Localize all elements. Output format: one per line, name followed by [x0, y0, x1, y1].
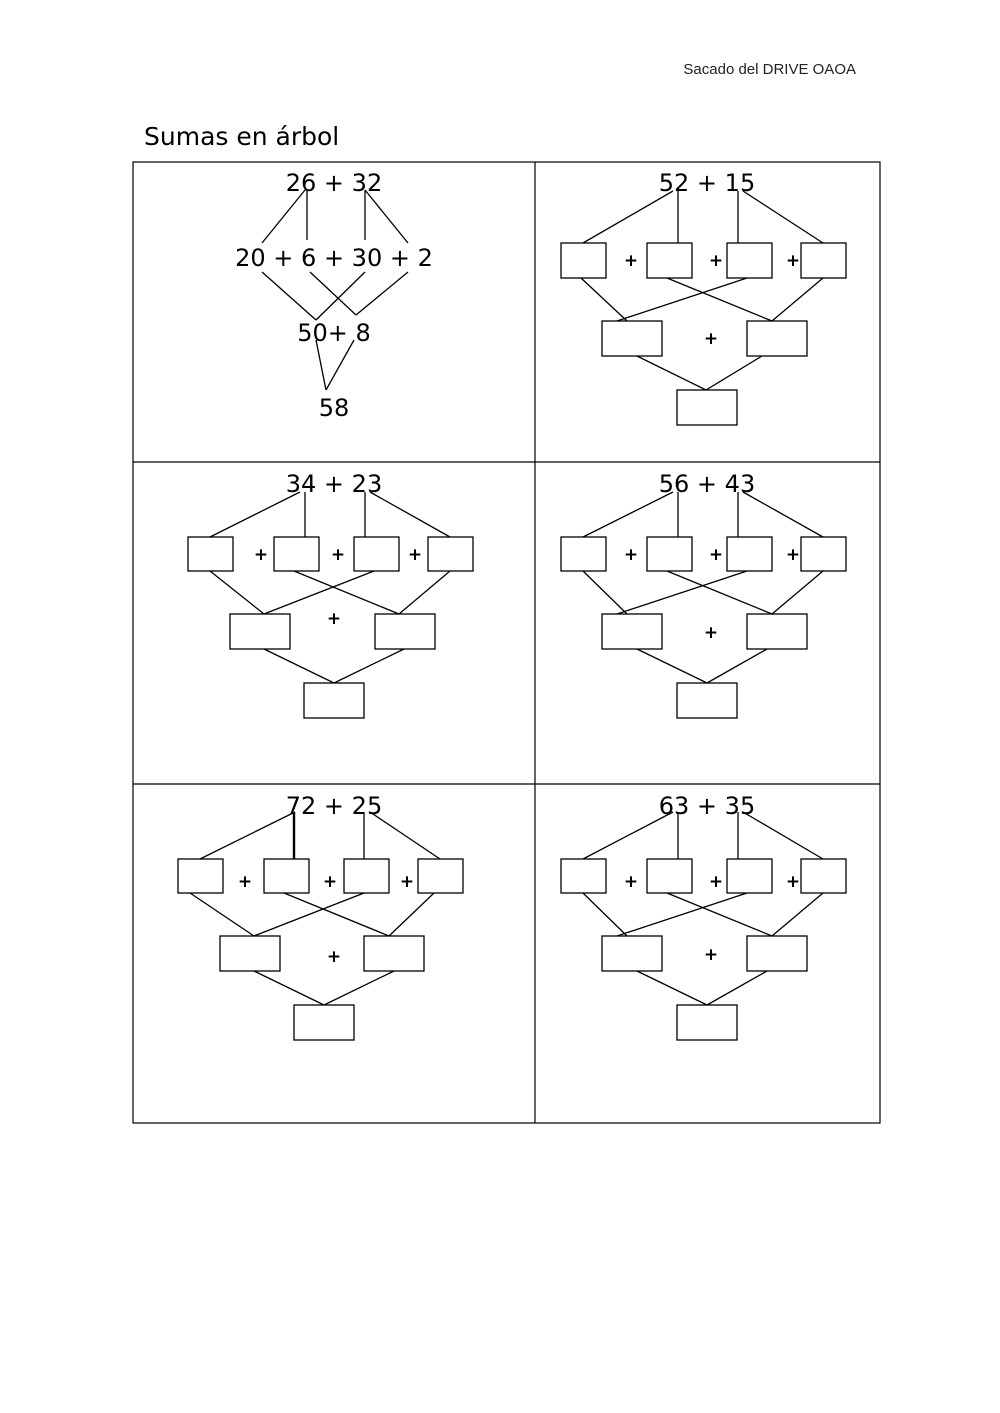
- plus-sign: +: [709, 251, 723, 271]
- exercise-problem: 34 + 23: [286, 470, 382, 498]
- answer-box-tens-b[interactable]: [353, 536, 400, 572]
- plus-sign: +: [709, 545, 723, 565]
- exercise-problem: 72 + 25: [286, 792, 382, 820]
- answer-box-tens-b[interactable]: [726, 242, 773, 279]
- answer-box-tens-a[interactable]: [560, 536, 607, 572]
- example-problem: 26 + 32: [286, 169, 382, 197]
- answer-box-tens-sum[interactable]: [601, 935, 663, 972]
- exercise-problem: 63 + 35: [659, 792, 755, 820]
- exercise-cell-4: 72 + 25 + + + +: [177, 792, 464, 1041]
- answer-box-ones-b[interactable]: [800, 536, 847, 572]
- exercise-cell-5: 63 + 35 + + + +: [560, 792, 847, 1041]
- answer-box-total[interactable]: [293, 1004, 355, 1041]
- answer-box-ones-b[interactable]: [800, 242, 847, 279]
- plus-sign: +: [786, 251, 800, 271]
- exercise-cell-3: 56 + 43 + + + +: [560, 470, 847, 719]
- page-title: Sumas en árbol: [144, 122, 340, 151]
- answer-box-ones-sum[interactable]: [363, 935, 425, 972]
- exercise-problem: 52 + 15: [659, 169, 755, 197]
- answer-box-total[interactable]: [676, 1004, 738, 1041]
- answer-box-total[interactable]: [303, 682, 365, 719]
- header-note: Sacado del DRIVE OAOA: [683, 61, 856, 78]
- plus-sign: +: [327, 947, 341, 967]
- plus-sign: +: [331, 545, 345, 565]
- tree-line: [315, 339, 327, 391]
- answer-box-ones-a[interactable]: [273, 536, 320, 572]
- plus-sign: +: [400, 872, 414, 892]
- answer-box-tens-b[interactable]: [726, 858, 773, 894]
- answer-box-ones-sum[interactable]: [746, 320, 808, 357]
- sum-tree: 56 + 43 + + + +: [560, 470, 847, 719]
- answer-box-tens-a[interactable]: [177, 858, 224, 894]
- example-cell: 26 + 32 20 + 6 + 30 + 2 50+ 8 58: [235, 169, 433, 422]
- answer-box-ones-sum[interactable]: [746, 935, 808, 972]
- answer-box-ones-b[interactable]: [427, 536, 474, 572]
- plus-sign: +: [704, 329, 718, 349]
- sum-tree: 52 + 15 + + + +: [560, 169, 847, 426]
- answer-box-tens-b[interactable]: [726, 536, 773, 572]
- answer-box-ones-b[interactable]: [417, 858, 464, 894]
- plus-sign: +: [408, 545, 422, 565]
- answer-box-tens-a[interactable]: [560, 858, 607, 894]
- exercise-cell-2: 34 + 23 + + + +: [187, 470, 474, 719]
- exercise-cell-1: 52 + 15 + + + +: [560, 169, 847, 426]
- grid-outer-border: [132, 161, 881, 1124]
- answer-box-tens-sum[interactable]: [601, 320, 663, 357]
- tree-line: [355, 271, 409, 316]
- plus-sign: +: [624, 872, 638, 892]
- example-partial-sum: 50+ 8: [297, 319, 371, 347]
- answer-box-tens-a[interactable]: [560, 242, 607, 279]
- plus-sign: +: [323, 872, 337, 892]
- sum-tree: 34 + 23 + + + +: [187, 470, 474, 719]
- answer-box-tens-a[interactable]: [187, 536, 234, 572]
- answer-box-tens-sum[interactable]: [219, 935, 281, 972]
- tree-line: [261, 271, 317, 321]
- plus-sign: +: [624, 251, 638, 271]
- tree-line: [309, 271, 357, 316]
- tree-line: [315, 271, 366, 321]
- plus-sign: +: [786, 872, 800, 892]
- answer-box-tens-b[interactable]: [343, 858, 390, 894]
- answer-box-ones-sum[interactable]: [746, 613, 808, 650]
- answer-box-total[interactable]: [676, 682, 738, 719]
- plus-sign: +: [238, 872, 252, 892]
- answer-box-ones-a[interactable]: [646, 536, 693, 572]
- example-result: 58: [319, 394, 350, 422]
- answer-box-ones-a[interactable]: [646, 858, 693, 894]
- plus-sign: +: [709, 872, 723, 892]
- sum-tree: 72 + 25 + + + +: [177, 792, 464, 1041]
- answer-box-tens-sum[interactable]: [229, 613, 291, 650]
- answer-box-ones-sum[interactable]: [374, 613, 436, 650]
- answer-box-tens-sum[interactable]: [601, 613, 663, 650]
- tree-line: [364, 189, 409, 244]
- plus-sign: +: [786, 545, 800, 565]
- sum-tree: 63 + 35 + + + +: [560, 792, 847, 1041]
- answer-box-ones-b[interactable]: [800, 858, 847, 894]
- example-decomposition: 20 + 6 + 30 + 2: [235, 244, 433, 272]
- plus-sign: +: [327, 609, 341, 629]
- plus-sign: +: [254, 545, 268, 565]
- tree-line: [261, 189, 306, 244]
- answer-box-total[interactable]: [676, 389, 738, 426]
- exercise-problem: 56 + 43: [659, 470, 755, 498]
- answer-box-ones-a[interactable]: [263, 858, 310, 894]
- plus-sign: +: [624, 545, 638, 565]
- answer-box-ones-a[interactable]: [646, 242, 693, 279]
- plus-sign: +: [704, 623, 718, 643]
- plus-sign: +: [704, 945, 718, 965]
- tree-line: [325, 339, 355, 391]
